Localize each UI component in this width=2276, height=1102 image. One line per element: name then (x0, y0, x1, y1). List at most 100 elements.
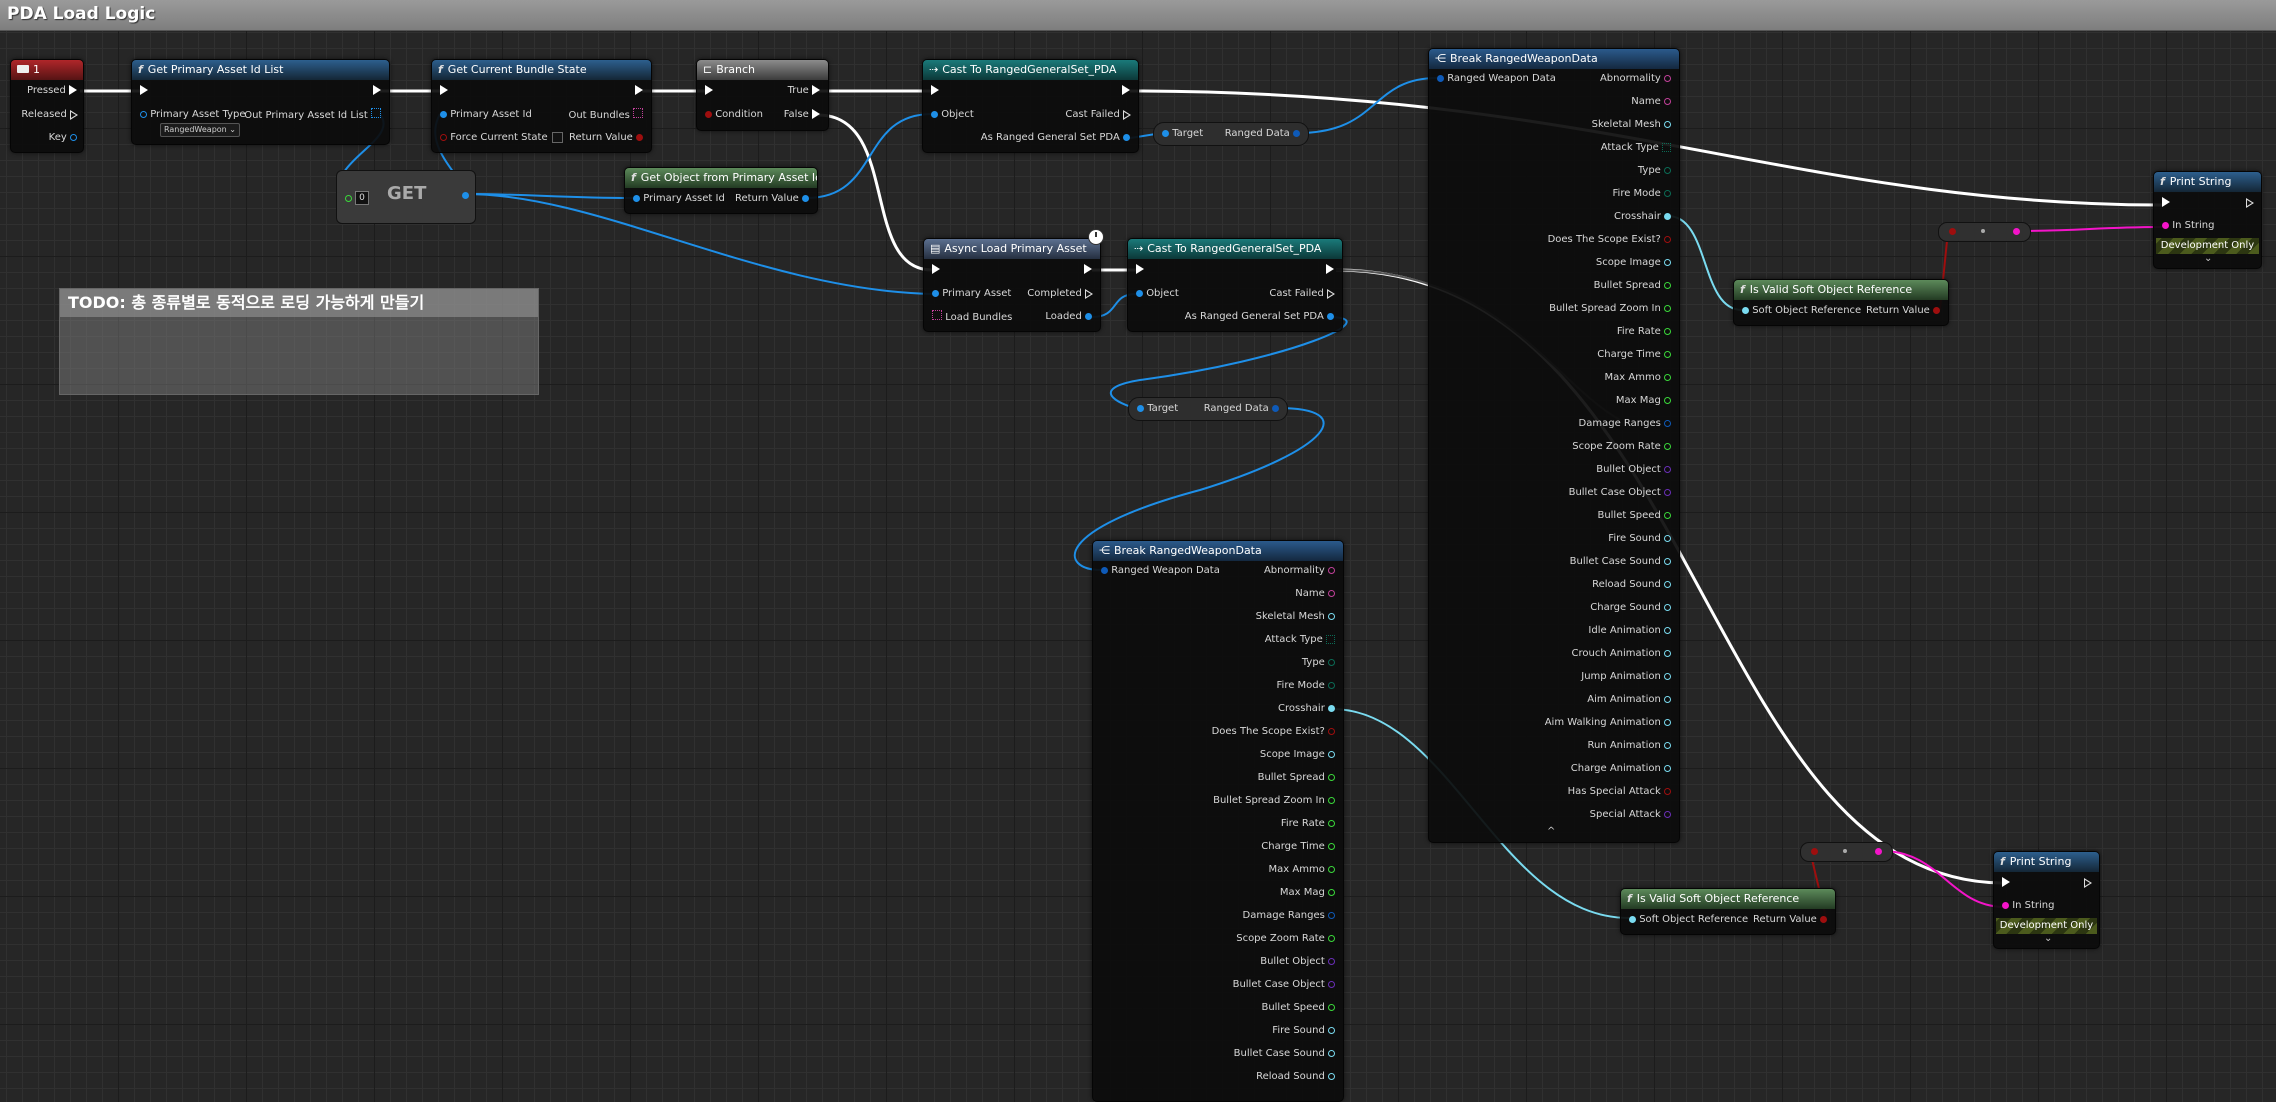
struct-pin-icon[interactable] (633, 194, 640, 202)
scope-zoom-rate-output-pin[interactable]: Scope Zoom Rate (1572, 440, 1671, 454)
in-string-pin[interactable]: In String (2162, 219, 2215, 233)
object-pin-icon[interactable] (1162, 129, 1169, 137)
output-pin-icon[interactable] (1328, 658, 1335, 666)
has-special-attack-output-pin[interactable]: Has Special Attack (1568, 785, 1671, 799)
max-ammo-output-pin[interactable]: Max Ammo (1605, 371, 1671, 385)
key-event-node[interactable]: 1 Pressed Released Key (10, 59, 84, 153)
fire-sound-output-pin[interactable]: Fire Sound (1272, 1024, 1335, 1038)
return-value-pin[interactable]: Return Value (735, 192, 809, 206)
output-pin-icon[interactable] (1664, 442, 1671, 450)
output-pin-icon[interactable] (1664, 258, 1671, 266)
output-pin-icon[interactable] (1662, 142, 1671, 152)
exec-in-pin[interactable] (932, 263, 940, 277)
completed-pin[interactable]: Completed (1027, 287, 1093, 301)
output-pin-icon[interactable] (1664, 281, 1671, 289)
bool-pin-icon[interactable] (1820, 915, 1827, 923)
bullet-case-object-output-pin[interactable]: Bullet Case Object (1233, 978, 1335, 992)
conversion-node-top[interactable] (1938, 222, 2031, 242)
exec-pin-icon[interactable] (812, 85, 820, 95)
exec-out-pin[interactable] (373, 84, 381, 98)
return-value-pin[interactable]: Return Value (569, 131, 643, 145)
cast-failed-pin[interactable]: Cast Failed (1269, 287, 1335, 301)
output-pin-icon[interactable] (1664, 511, 1671, 519)
condition-pin[interactable]: Condition (705, 108, 763, 122)
bullet-case-sound-output-pin[interactable]: Bullet Case Sound (1570, 555, 1671, 569)
string-pin-icon[interactable] (2162, 221, 2169, 229)
output-pin-icon[interactable] (1664, 235, 1671, 243)
object-pin-icon[interactable] (1085, 312, 1092, 320)
exec-pin-icon[interactable] (440, 85, 448, 95)
exec-in-pin[interactable] (2162, 196, 2170, 210)
output-pin-icon[interactable] (1328, 934, 1335, 942)
output-pin-icon[interactable] (1328, 796, 1335, 804)
key-pin[interactable]: Key (49, 131, 77, 145)
false-pin[interactable]: False (784, 108, 820, 122)
async-load-primary-asset-node[interactable]: ▤Async Load Primary Asset Primary Asset … (923, 238, 1101, 332)
object-pin-icon[interactable] (1123, 133, 1130, 141)
output-pin-icon[interactable] (1664, 603, 1671, 611)
exec-wire[interactable] (817, 113, 933, 272)
target-pin[interactable]: Target (1162, 127, 1203, 141)
soft-object-reference-pin[interactable]: Soft Object Reference (1742, 304, 1861, 318)
exec-pin-icon[interactable] (635, 85, 643, 95)
output-pin-icon[interactable] (1664, 488, 1671, 496)
abnormality-output-pin[interactable]: Abnormality (1600, 72, 1671, 86)
force-current-state-checkbox[interactable] (551, 131, 563, 143)
exec-in-pin[interactable] (2002, 876, 2010, 890)
output-pin-icon[interactable] (1664, 350, 1671, 358)
output-pin-icon[interactable] (1328, 727, 1335, 735)
exec-out-pin[interactable] (1084, 263, 1092, 277)
object-pin-icon[interactable] (931, 110, 938, 118)
bool-pin-icon[interactable] (1811, 848, 1818, 855)
struct-pin-icon[interactable] (932, 289, 939, 297)
expand-chevron-icon[interactable]: ⌄ (2044, 933, 2053, 944)
exec-pin-icon[interactable] (140, 85, 148, 95)
array-pin-icon[interactable] (633, 108, 643, 118)
max-mag-output-pin[interactable]: Max Mag (1280, 886, 1335, 900)
object-pin[interactable]: Object (931, 108, 974, 122)
as-ranged-general-set-pda-pin[interactable]: As Ranged General Set PDA (1185, 310, 1334, 324)
output-pin-icon[interactable] (1328, 865, 1335, 873)
comment-box[interactable]: TODO: 총 종류별로 동적으로 로딩 가능하게 만들기 (59, 288, 539, 395)
output-pin-icon[interactable] (1328, 888, 1335, 896)
return-value-pin[interactable]: Return Value (1866, 304, 1940, 318)
primary-asset-pin[interactable]: Primary Asset (932, 287, 1011, 301)
object-pin-icon[interactable] (1327, 312, 1334, 320)
exec-pin-icon[interactable] (1327, 288, 1335, 299)
expand-chevron-icon[interactable]: ⌄ (2204, 253, 2213, 264)
soft-wire[interactable] (1667, 215, 1743, 311)
fire-rate-output-pin[interactable]: Fire Rate (1281, 817, 1335, 831)
struct-wire[interactable] (1297, 77, 1438, 134)
bullet-spread-zoom-in-output-pin[interactable]: Bullet Spread Zoom In (1213, 794, 1335, 808)
bool-pin-icon[interactable] (1949, 228, 1956, 235)
break-ranged-weapon-data-node-top[interactable]: ⋲Break RangedWeaponData Ranged Weapon Da… (1428, 48, 1680, 843)
does-the-scope-exist-output-pin[interactable]: Does The Scope Exist? (1212, 725, 1335, 739)
string-wire[interactable] (1881, 850, 2003, 908)
output-pin-icon[interactable] (1328, 980, 1335, 988)
bullet-case-sound-output-pin[interactable]: Bullet Case Sound (1234, 1047, 1335, 1061)
output-pin-icon[interactable] (1664, 212, 1671, 220)
break-ranged-weapon-data-node-bottom[interactable]: ⋲Break RangedWeaponData Ranged Weapon Da… (1092, 540, 1344, 1102)
type-output-pin[interactable]: Type (1638, 164, 1671, 178)
output-pin-icon[interactable] (1664, 695, 1671, 703)
collapse-arrow-icon[interactable]: ^ (1547, 826, 1556, 837)
output-pin-icon[interactable] (1664, 810, 1671, 818)
struct-pin-icon[interactable] (70, 133, 77, 141)
object-pin[interactable]: Object (1136, 287, 1179, 301)
primary-asset-type-pin[interactable]: Primary Asset Type (140, 108, 246, 122)
output-pin-icon[interactable] (1664, 419, 1671, 427)
ranged-data-pin[interactable]: Ranged Data (1225, 127, 1300, 141)
output-pin-icon[interactable] (1328, 1049, 1335, 1057)
exec-pin-icon[interactable] (70, 109, 78, 120)
output-pin-icon[interactable] (1664, 626, 1671, 634)
bullet-case-object-output-pin[interactable]: Bullet Case Object (1569, 486, 1671, 500)
fire-rate-output-pin[interactable]: Fire Rate (1617, 325, 1671, 339)
exec-wire[interactable] (1129, 89, 2163, 207)
cast-failed-pin[interactable]: Cast Failed (1065, 108, 1131, 122)
run-animation-output-pin[interactable]: Run Animation (1587, 739, 1671, 753)
object-pin-icon[interactable] (802, 194, 809, 202)
output-pin-icon[interactable] (1664, 304, 1671, 312)
bullet-spread-zoom-in-output-pin[interactable]: Bullet Spread Zoom In (1549, 302, 1671, 316)
